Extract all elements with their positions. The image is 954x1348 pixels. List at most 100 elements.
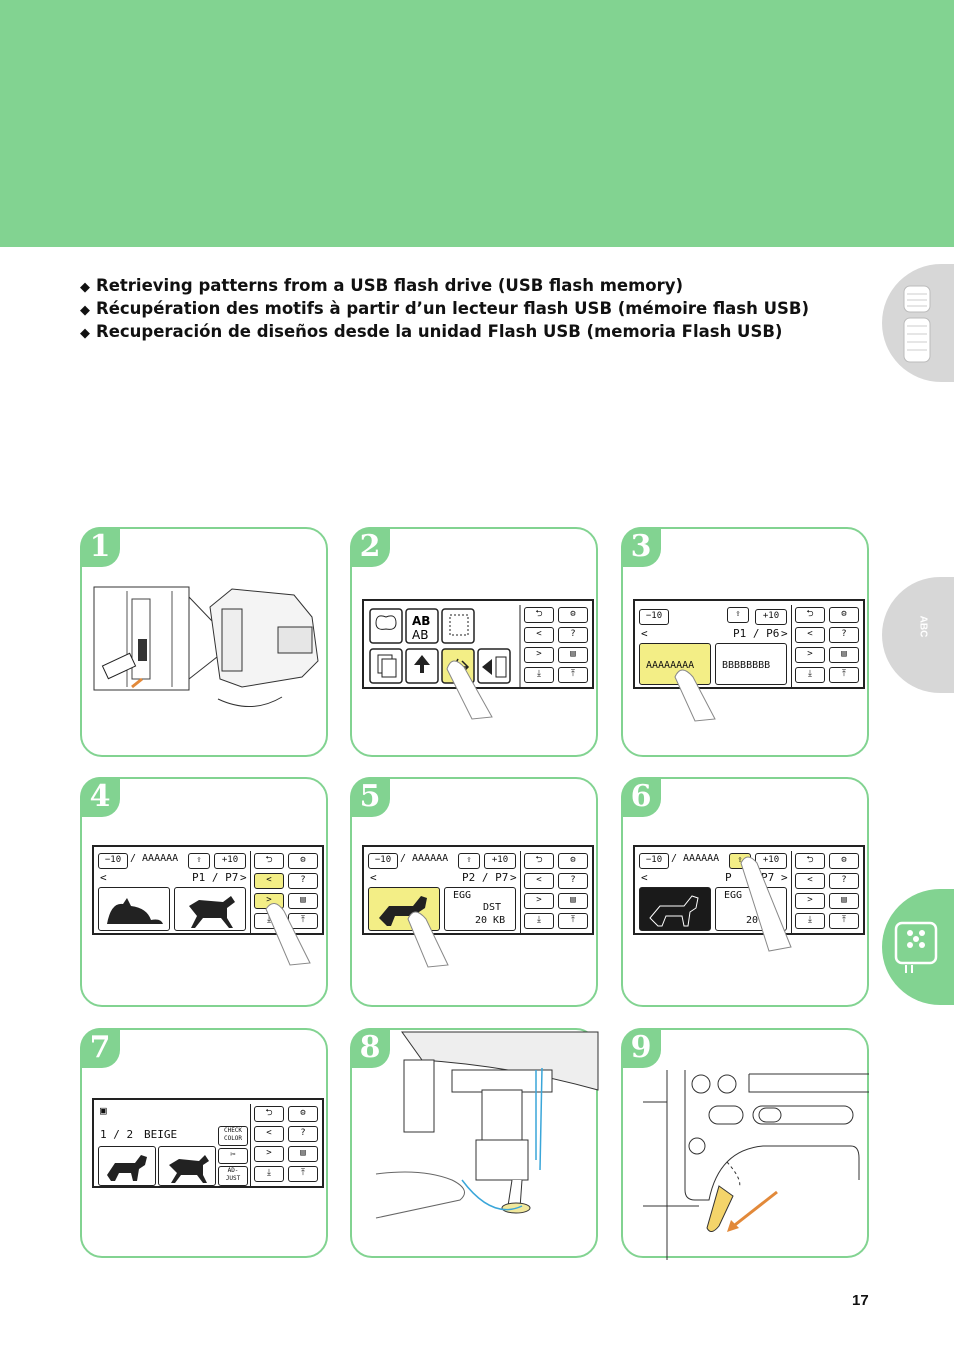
retrieve-button[interactable]: ⤒ [288, 1166, 318, 1182]
save-button[interactable]: ⤓ [795, 667, 825, 683]
pattern-thumbnail-cat[interactable] [98, 887, 170, 931]
pointing-finger-icon [407, 911, 449, 968]
folder-path: / AAAAAA [130, 853, 179, 864]
page-indicator: P1 / P6 [733, 627, 780, 640]
prev-button[interactable]: < [524, 873, 554, 889]
next-button[interactable]: > [524, 647, 554, 663]
side-tab-embroidery [882, 889, 954, 1005]
memo-button[interactable]: ▤ [558, 893, 588, 909]
back-button[interactable]: ⮌ [795, 607, 825, 623]
pattern-preview-horse [158, 1146, 216, 1186]
settings-button[interactable]: ⚙ [829, 607, 859, 623]
save-button[interactable]: ⤓ [254, 1166, 284, 1182]
help-button[interactable]: ? [288, 873, 318, 889]
next-button[interactable]: > [254, 1146, 284, 1162]
usb-insert-illustration [93, 586, 319, 708]
settings-button[interactable]: ⚙ [288, 853, 318, 869]
retrieve-button[interactable]: ⤒ [829, 913, 859, 929]
memo-button[interactable]: ▤ [829, 647, 859, 663]
plus-ten-button[interactable]: +10 [484, 853, 516, 869]
step-number: 3 [621, 527, 661, 567]
minus-ten-button[interactable]: −10 [368, 853, 398, 869]
folder-bbbbbbbb[interactable]: BBBBBBBB [715, 643, 787, 685]
usb-icon: ⇪ [188, 853, 210, 869]
next-button[interactable]: > [524, 893, 554, 909]
step-number: 1 [80, 527, 120, 567]
next-page-arrow[interactable]: > [781, 871, 788, 884]
back-button[interactable]: ⮌ [795, 853, 825, 869]
side-tab-characters: ABC [882, 577, 954, 693]
retrieve-button[interactable]: ⤒ [558, 667, 588, 683]
folder-path: / AAAAAA [400, 853, 449, 864]
prev-button[interactable]: < [795, 873, 825, 889]
step-7-panel: 7 ▣ 1 / 2 BEIGE CHECK COLOR ✂ AD- JUST ⮌… [80, 1028, 328, 1258]
prev-page-arrow[interactable]: < [100, 871, 107, 884]
color-count: 1 / 2 [100, 1128, 134, 1141]
step-number: 6 [621, 777, 661, 817]
back-button[interactable]: ⮌ [254, 1106, 284, 1122]
minus-ten-button[interactable]: −10 [98, 853, 128, 869]
lcd-screen: −10 / AAAAAA ⇪ +10 < P P7 > EGG 20 ⮌ ⚙ <… [633, 845, 865, 935]
bullet-icon: ◆ [80, 280, 90, 295]
next-button[interactable]: > [795, 893, 825, 909]
prev-button[interactable]: < [524, 627, 554, 643]
settings-button[interactable]: ⚙ [558, 607, 588, 623]
minus-ten-button[interactable]: −10 [639, 853, 669, 869]
retrieve-button[interactable]: ⤒ [558, 913, 588, 929]
prev-button[interactable]: < [254, 1126, 284, 1142]
step-4-panel: 4 −10 / AAAAAA ⇪ +10 < P1 / P7 > ⮌ ⚙ < ?… [80, 777, 328, 1007]
memo-button[interactable]: ▤ [829, 893, 859, 909]
settings-button[interactable]: ⚙ [558, 853, 588, 869]
help-button[interactable]: ? [829, 627, 859, 643]
lcd-screen: ▣ 1 / 2 BEIGE CHECK COLOR ✂ AD- JUST ⮌ ⚙… [92, 1098, 324, 1188]
plus-ten-button[interactable]: +10 [214, 853, 246, 869]
save-button[interactable]: ⤓ [524, 667, 554, 683]
check-color-button[interactable]: CHECK COLOR [218, 1126, 248, 1146]
file-type: DST [483, 902, 502, 913]
plus-ten-button[interactable]: +10 [755, 609, 787, 625]
back-button[interactable]: ⮌ [254, 853, 284, 869]
back-button[interactable]: ⮌ [524, 853, 554, 869]
side-tab-abc-label: ABC [917, 615, 929, 638]
pattern-thumbnail-dog-selected[interactable] [639, 887, 711, 931]
help-button[interactable]: ? [829, 873, 859, 889]
memo-button[interactable]: ▤ [288, 1146, 318, 1162]
plus-ten-button[interactable]: +10 [755, 853, 787, 869]
heading-french: ◆Récupération des motifs à partir d’un l… [80, 297, 809, 320]
step-number: 7 [80, 1028, 120, 1068]
settings-button[interactable]: ⚙ [829, 853, 859, 869]
thread-cut-button[interactable]: ✂ [218, 1148, 248, 1164]
step-number: 4 [80, 777, 120, 817]
dog-pattern-icon [649, 895, 699, 927]
next-button[interactable]: > [795, 647, 825, 663]
prev-page-arrow[interactable]: < [641, 871, 648, 884]
save-button[interactable]: ⤓ [524, 913, 554, 929]
retrieve-button[interactable]: ⤒ [829, 667, 859, 683]
prev-button[interactable]: < [795, 627, 825, 643]
help-button[interactable]: ? [558, 627, 588, 643]
next-page-arrow[interactable]: > [240, 871, 247, 884]
step-3-panel: 3 −10 ⇪ +10 < P1 / P6 > AAAAAAAA BBBBBBB… [621, 527, 869, 757]
step-5-panel: 5 −10 / AAAAAA ⇪ +10 < P2 / P7 > EGG DST… [350, 777, 598, 1007]
prev-page-arrow[interactable]: < [641, 627, 648, 640]
next-page-arrow[interactable]: > [781, 627, 788, 640]
prev-page-arrow[interactable]: < [370, 871, 377, 884]
horse-pattern-icon [169, 1155, 209, 1183]
minus-ten-button[interactable]: −10 [639, 609, 669, 625]
back-button[interactable]: ⮌ [524, 607, 554, 623]
memo-button[interactable]: ▤ [558, 647, 588, 663]
pointing-finger-icon [740, 856, 792, 952]
adjust-button[interactable]: AD- JUST [218, 1166, 248, 1186]
help-button[interactable]: ? [558, 873, 588, 889]
page-number: 17 [852, 1292, 869, 1309]
prev-button[interactable]: < [254, 873, 284, 889]
next-page-arrow[interactable]: > [510, 871, 517, 884]
heading-english: ◆Retrieving patterns from a USB flash dr… [80, 274, 809, 297]
settings-button[interactable]: ⚙ [288, 1106, 318, 1122]
usb-icon: ⇪ [458, 853, 480, 869]
save-button[interactable]: ⤓ [795, 913, 825, 929]
pattern-thumbnail-horse[interactable] [174, 887, 246, 931]
help-button[interactable]: ? [288, 1126, 318, 1142]
memo-button[interactable]: ▤ [288, 893, 318, 909]
